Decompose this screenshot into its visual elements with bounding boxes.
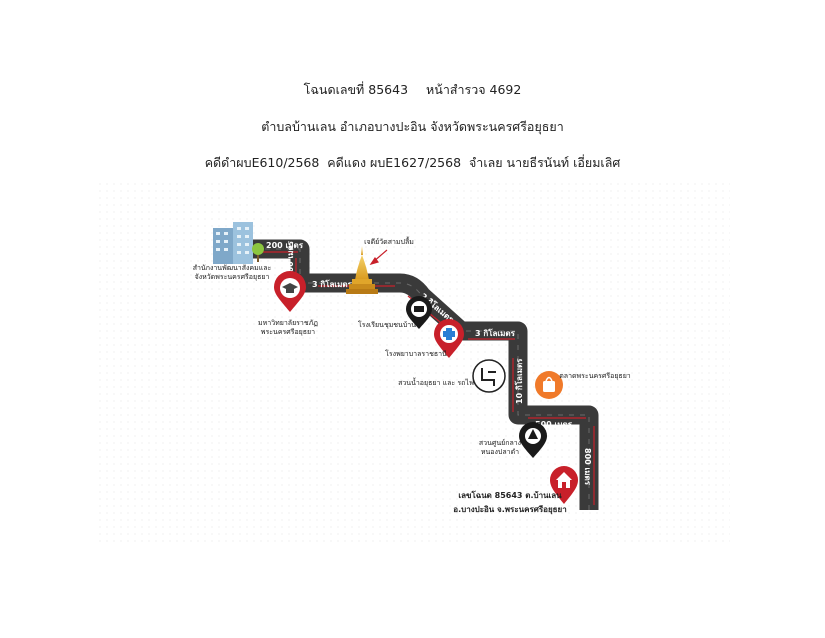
target-label-line2: อ.บางปะอิน จ.พระนครศรีอยุธยา xyxy=(453,504,566,515)
temple-pin-icon xyxy=(519,422,547,458)
golden-pagoda-icon xyxy=(346,246,378,294)
deed-number: โฉนดเลขที่ 85643 xyxy=(303,82,409,97)
office-building-icon xyxy=(213,222,253,264)
school-label: โรงเรียนชุมชนบ้าน xyxy=(358,320,416,329)
university-label-line2: พระนครศรีอยุธยา xyxy=(261,328,315,336)
office-label-line1: สำนักงานพัฒนาสังคมและ xyxy=(193,264,272,272)
road xyxy=(232,239,599,510)
office-label-line2: จังหวัดพระนครศรีอยุธยา xyxy=(195,273,270,281)
university-label-line1: มหาวิทยาลัยราชภัฏ xyxy=(258,319,318,327)
map-background xyxy=(95,183,730,545)
graduation-cap-pin-icon xyxy=(274,271,306,312)
hospital-cross-pin-icon xyxy=(434,319,464,358)
park-label: สวนน้ำอยุธยา และ รถไฟ xyxy=(398,376,474,387)
distance-label-3km-b: 3 กิโลเมตร xyxy=(475,328,516,338)
case-red: คดีแดง ผบE1627/2568 xyxy=(327,155,462,170)
defendant: จำเลย นายธีรนันท์ เอี่ยมเลิศ xyxy=(468,155,621,170)
temple-label-line1: สวนศูนย์กลาง xyxy=(479,439,521,447)
pagoda-label: เจดีย์วัดสามปลื้ม xyxy=(364,235,414,246)
header-line-1: โฉนดเลขที่ 85643 หน้าสำรวจ 4692 xyxy=(0,80,825,100)
distance-label-10km: 10 กิโลเมตร xyxy=(514,358,524,404)
hospital-label: โรงพยาบาลราชธานี xyxy=(385,349,447,358)
school-pin-icon xyxy=(406,296,432,329)
distance-label-500m: 500 เมตร xyxy=(535,420,573,429)
distance-label-200m-side: 200 เมตร xyxy=(286,240,295,278)
location-line: ตำบลบ้านเลน อำเภอบางปะอิน จังหวัดพระนครศ… xyxy=(261,119,564,134)
park-pool-icon xyxy=(472,359,506,393)
target-label-line1: เลขโฉนด 85643 ต.บ้านเลน xyxy=(458,490,562,500)
home-pin-icon xyxy=(550,466,578,504)
market-label: ตลาดพระนครศรีอยุธยา xyxy=(559,372,631,380)
temple-label-line2: หนองปลาดำ xyxy=(481,448,519,456)
case-black: คดีดำผบE610/2568 xyxy=(204,155,320,170)
distance-label-800m: 800 เมตร xyxy=(583,448,592,486)
case-line: คดีดำผบE610/2568 คดีแดง ผบE1627/2568 จำเ… xyxy=(0,153,825,173)
distance-label-3km-a: 3 กิโลเมตร xyxy=(312,279,353,289)
survey-page: หน้าสำรวจ 4692 xyxy=(426,82,522,97)
shopping-bag-icon xyxy=(535,371,563,399)
tree-icon xyxy=(252,243,264,262)
distance-label-200m-top: 200 เมตร xyxy=(266,241,304,250)
